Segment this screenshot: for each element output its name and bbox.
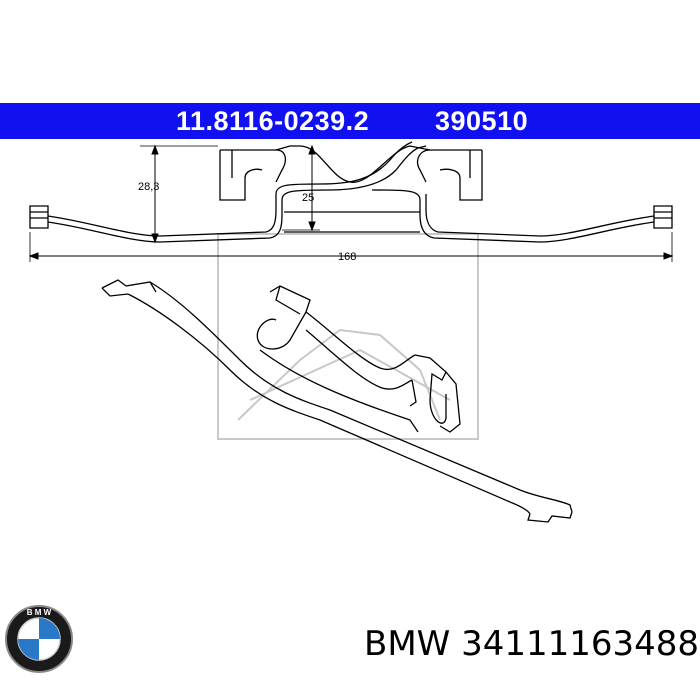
footer-label: BMW 34111163488 (364, 620, 699, 668)
dimension-height-total: 28,3 (138, 181, 159, 193)
spring-isometric-view (101, 279, 573, 523)
dimension-lines (28, 144, 674, 262)
part-number-banner: 11.8116-0239.2 390510 (0, 103, 700, 139)
logo-lettering: B M W (27, 608, 52, 617)
spring-side-view (29, 141, 673, 243)
bmw-roundel-logo: B M W (4, 604, 74, 674)
dimension-height-inner: 25 (302, 192, 314, 204)
part-number: 11.8116-0239.2 (176, 106, 370, 136)
brand-name: BMW (364, 624, 451, 664)
dimension-length: 168 (338, 251, 356, 263)
bmw-logo-icon: B M W (5, 605, 73, 673)
watermark (217, 233, 479, 440)
reference-number: 390510 (435, 106, 529, 136)
part-code: 34111163488 (461, 624, 700, 664)
